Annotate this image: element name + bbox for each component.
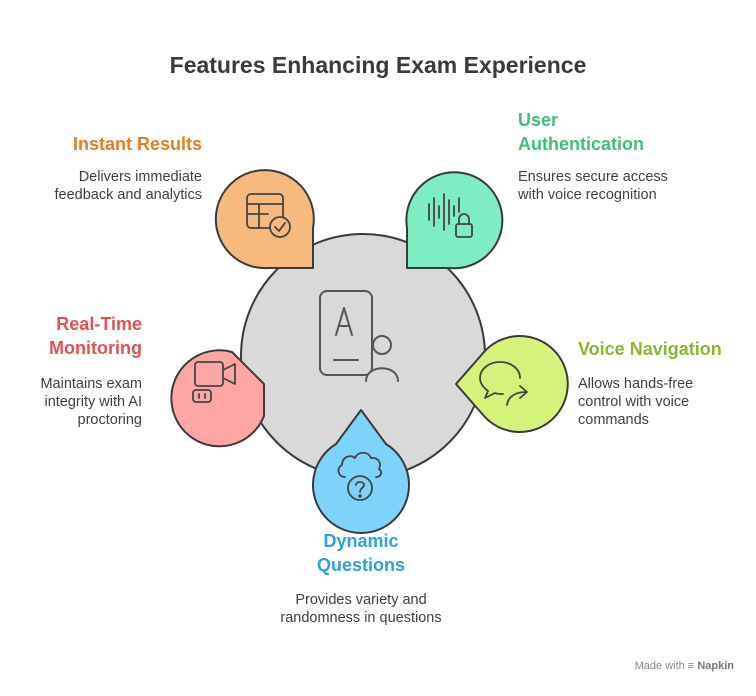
voice-navigation-description: Allows hands-free control with voice com… [578, 376, 694, 428]
dynamic-questions-label: Dynamic Questions [316, 531, 405, 575]
cloud-question-icon [337, 451, 383, 501]
video-camera-icon [192, 361, 236, 403]
voice-navigation-node [455, 335, 569, 433]
table-check-icon [246, 193, 291, 238]
instant-results-description: Delivers immediate feedback and analytic… [54, 169, 202, 203]
exam-user-icon [319, 290, 399, 382]
real-time-monitoring-description: Maintains exam integrity with AI proctor… [40, 376, 142, 428]
user-authentication-label: User Authentication [518, 110, 644, 154]
dynamic-questions-node [312, 409, 410, 534]
chat-arrow-icon [479, 361, 528, 406]
diagram-title: Features Enhancing Exam Experience [169, 52, 587, 78]
user-authentication-description: Ensures secure access with voice recogni… [518, 169, 668, 203]
real-time-monitoring-label: Real-Time Monitoring [49, 314, 142, 358]
instant-results-label: Instant Results [72, 134, 202, 154]
voice-navigation-label: Voice Navigation [578, 339, 722, 359]
real-time-monitoring-node [170, 349, 265, 448]
footer-credit: Made with ≡ Napkin [635, 660, 734, 672]
instant-results-node [214, 169, 315, 270]
napkin-logo-icon: ≡ [687, 660, 695, 672]
made-with-text: Made with [634, 660, 685, 672]
voice-lock-icon [428, 193, 473, 238]
brand-name: Napkin [697, 660, 734, 672]
dynamic-questions-description: Provides variety and randomness in quest… [280, 592, 442, 626]
user-authentication-node [405, 171, 504, 270]
